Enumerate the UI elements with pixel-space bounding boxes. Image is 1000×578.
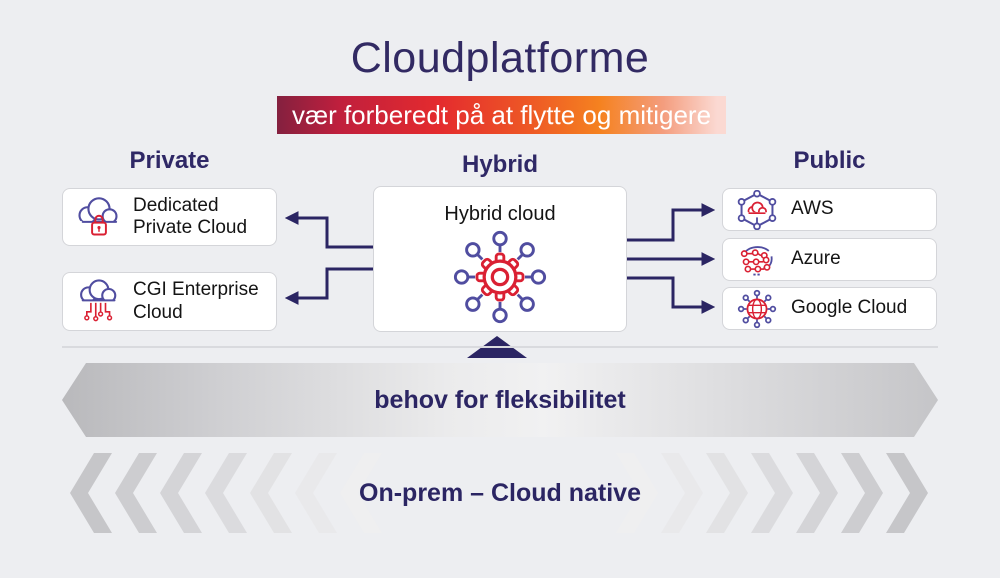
card-azure: Azure	[722, 238, 937, 281]
card-label: Google Cloud	[791, 297, 908, 319]
card-label: Azure	[791, 248, 841, 270]
column-heading-private: Private	[129, 147, 210, 174]
horizontal-divider	[62, 346, 938, 348]
flexibility-band: behov for fleksibilitet	[62, 363, 938, 437]
card-hybrid-cloud: Hybrid cloud	[373, 186, 627, 332]
card-aws: AWS	[722, 188, 937, 231]
column-heading-public: Public	[793, 147, 866, 174]
card-dedicated-private-cloud: Dedicated Private Cloud	[62, 188, 277, 246]
spectrum-band-label: On-prem – Cloud native	[359, 479, 641, 507]
hybrid-hub-icon	[452, 229, 548, 325]
card-label: AWS	[791, 198, 834, 220]
cloud-lock-icon	[73, 192, 125, 242]
card-cgi-enterprise-cloud: CGI Enterprise Cloud	[62, 272, 277, 331]
hexagon-cloud-icon	[735, 189, 779, 230]
page-title: Cloudplatforme	[350, 34, 650, 82]
cloud-circuit-icon	[73, 277, 125, 327]
card-label: Hybrid cloud	[444, 203, 556, 225]
subtitle-banner: vær forberedt på at flytte og mitigere	[277, 96, 726, 134]
card-google-cloud: Google Cloud	[722, 287, 937, 330]
column-heading-hybrid: Hybrid	[461, 151, 538, 178]
card-label: Dedicated Private Cloud	[133, 194, 248, 238]
circuit-nodes-icon	[735, 240, 779, 280]
globe-network-icon	[735, 289, 779, 329]
card-label: CGI Enterprise Cloud	[133, 279, 259, 323]
